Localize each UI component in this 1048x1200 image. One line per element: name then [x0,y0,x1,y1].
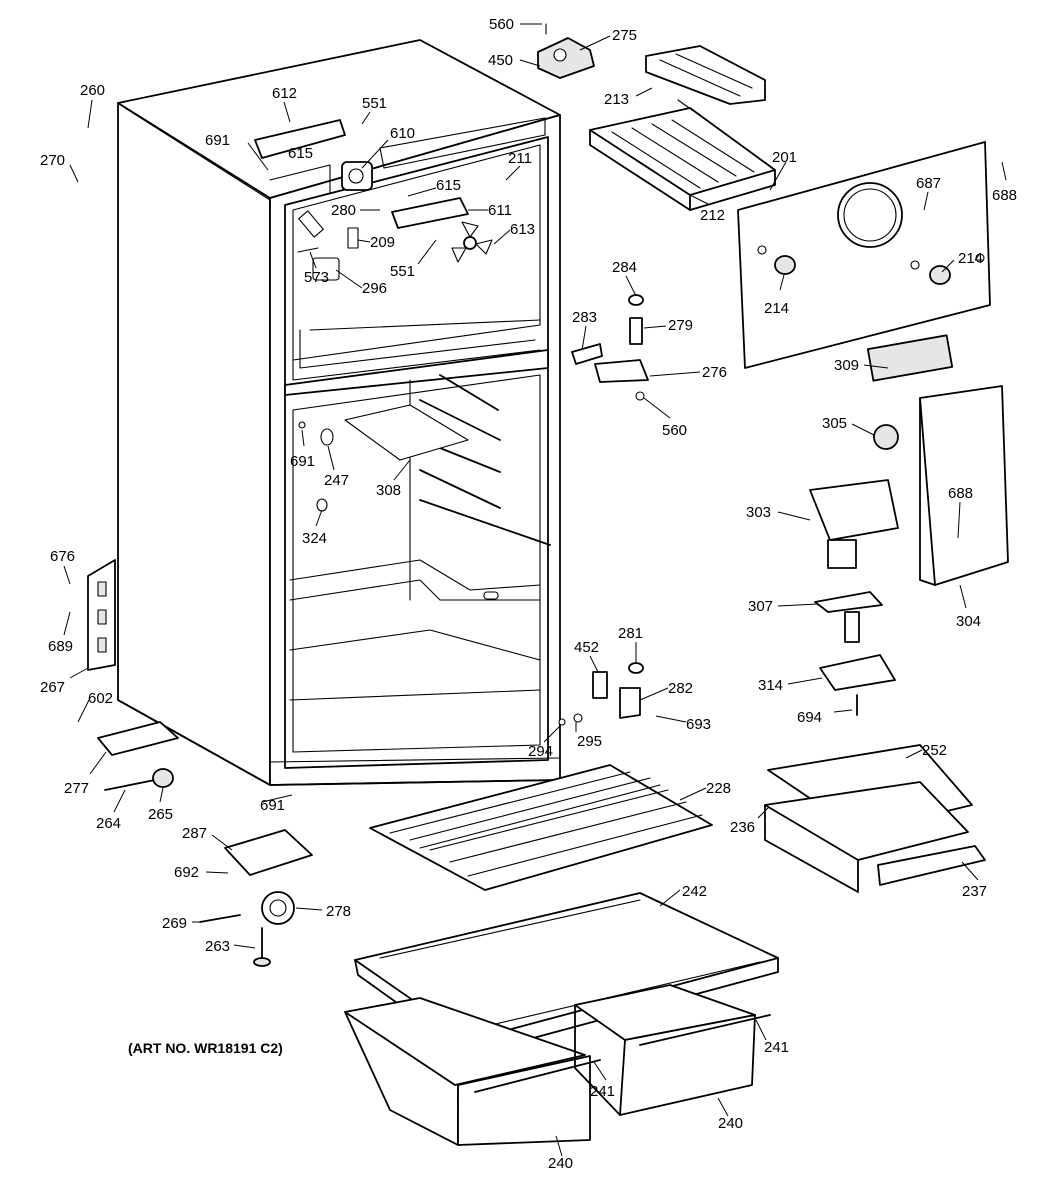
label-309: 309 [834,357,859,374]
label-260: 260 [80,82,105,99]
label-304: 304 [956,613,981,630]
label-688-top: 688 [992,187,1017,204]
label-281: 281 [618,625,643,642]
label-252: 252 [922,742,947,759]
label-560-top: 560 [489,16,514,33]
label-213: 213 [604,91,629,108]
label-294: 294 [528,743,553,760]
label-284: 284 [612,259,637,276]
label-214-right: 214 [958,250,983,267]
label-240-right: 240 [718,1115,743,1132]
label-280: 280 [331,202,356,219]
label-267: 267 [40,679,65,696]
label-611: 611 [488,202,512,219]
label-270: 270 [40,152,65,169]
label-691-mid: 691 [290,453,315,470]
label-573: 573 [304,269,329,286]
fan-blade-icon [451,221,493,263]
label-283: 283 [572,309,597,326]
crisper-pan-236 [764,744,986,893]
label-241-right: 241 [764,1039,789,1056]
label-691-bottom: 691 [260,797,285,814]
label-237: 237 [962,883,987,900]
label-691-top: 691 [205,132,230,149]
label-689: 689 [48,638,73,655]
label-277: 277 [64,780,89,797]
leader-lines [63,23,1007,1157]
label-276: 276 [702,364,727,381]
label-303: 303 [746,504,771,521]
shelf-wire-228 [369,764,713,891]
label-236: 236 [730,819,755,836]
label-279: 279 [668,317,693,334]
label-214-left: 214 [764,300,789,317]
refrigerator-cabinet [117,39,561,786]
label-687: 687 [916,175,941,192]
side-hinge-parts [87,559,313,967]
label-612: 612 [272,85,297,102]
label-278: 278 [326,903,351,920]
label-242: 242 [682,883,707,900]
crisper-drawer-left [344,997,601,1146]
label-282: 282 [668,680,693,697]
hinge-top-assembly [537,23,595,79]
label-228: 228 [706,780,731,797]
dispenser-parts [809,385,1009,716]
ice-tray [645,45,766,105]
label-305: 305 [822,415,847,432]
label-264: 264 [96,815,121,832]
label-241-left: 241 [590,1083,615,1100]
label-602: 602 [88,690,113,707]
label-263: 263 [205,938,230,955]
label-694: 694 [797,709,822,726]
label-240-left: 240 [548,1155,573,1172]
label-452: 452 [574,639,599,656]
label-247: 247 [324,472,349,489]
label-551-mid: 551 [390,263,415,280]
label-307: 307 [748,598,773,615]
art-number: (ART NO. WR18191 C2) [128,1040,283,1056]
label-450: 450 [488,52,513,69]
label-212: 212 [700,207,725,224]
shelf-freezer-212 [589,99,776,211]
label-201: 201 [772,149,797,166]
label-693: 693 [686,716,711,733]
label-269: 269 [162,915,187,932]
label-card-309 [866,334,954,382]
label-613: 613 [510,221,535,238]
label-615-small: 615 [288,145,313,162]
label-209: 209 [370,234,395,251]
crisper-drawer-right [574,984,771,1116]
hinge-center-parts [571,294,649,401]
label-296: 296 [362,280,387,297]
label-692: 692 [174,864,199,881]
label-324: 324 [302,530,327,547]
part-labels: 560 275 450 213 260 270 612 551 610 691 … [40,16,1017,1172]
label-295: 295 [577,733,602,750]
label-615: 615 [436,177,461,194]
label-308: 308 [376,482,401,499]
label-211: 211 [508,150,532,167]
label-551-top: 551 [362,95,387,112]
label-610: 610 [390,125,415,142]
label-275: 275 [612,27,637,44]
label-688-mid: 688 [948,485,973,502]
label-560-mid: 560 [662,422,687,439]
label-265: 265 [148,806,173,823]
label-676: 676 [50,548,75,565]
label-314: 314 [758,677,783,694]
label-287: 287 [182,825,207,842]
lower-hinge-parts [558,662,644,726]
